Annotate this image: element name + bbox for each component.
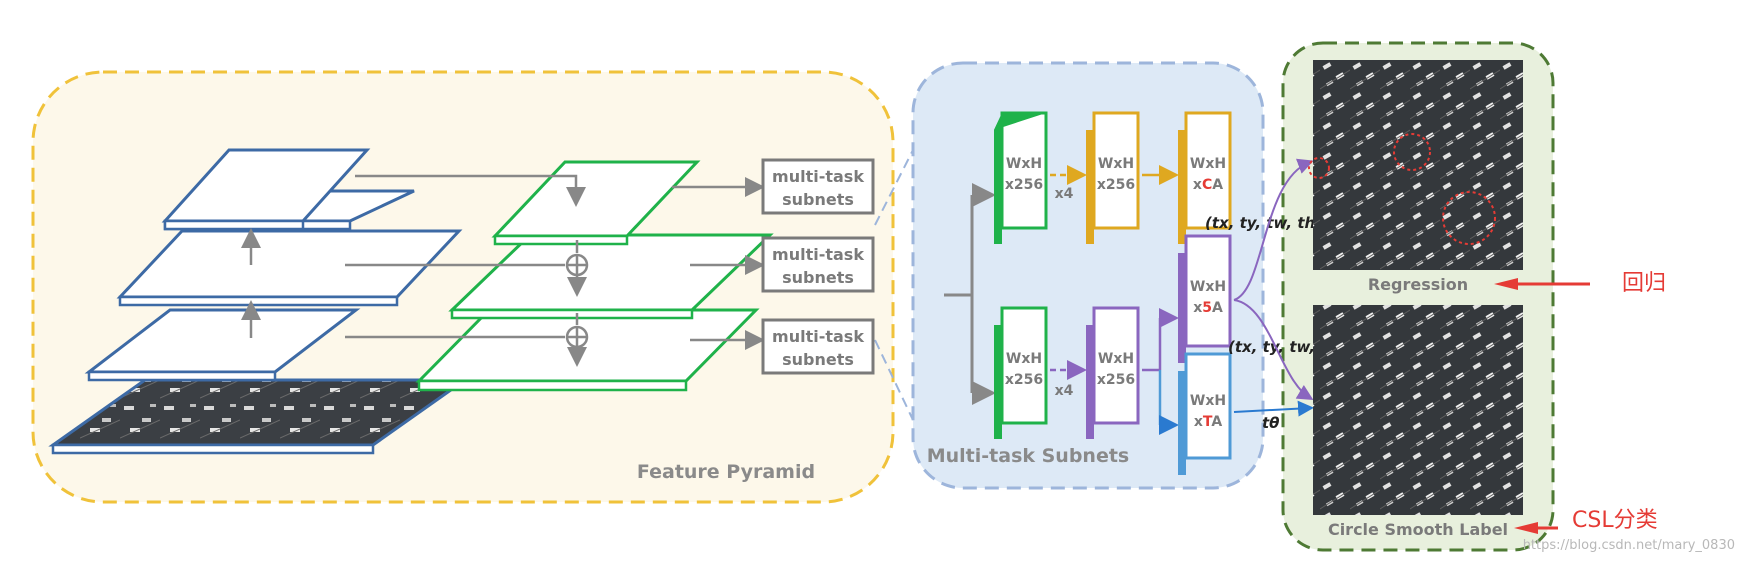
cls-ta-block: WxH xTA xyxy=(1178,352,1232,475)
to-csl-curve xyxy=(1233,299,1314,401)
reg-output-block-l2: xCA xyxy=(1193,177,1223,193)
subnet-box-2: multi-task subnets xyxy=(761,236,875,293)
csl-pointer-arrow xyxy=(1514,522,1558,534)
cls-feature-block-l1: WxH xyxy=(1006,351,1042,367)
reg-feature-block-l1: WxH xyxy=(1006,156,1042,172)
reg-output-block-l1: WxH xyxy=(1190,156,1226,172)
backbone-plane-2 xyxy=(116,229,463,307)
regression-pointer-arrow xyxy=(1494,278,1590,290)
reg-feature-block-l2: x256 xyxy=(1005,177,1043,193)
subnet-box-2-line1: multi-task xyxy=(772,245,864,264)
to-csl-straight-arrow xyxy=(1233,400,1314,417)
pyramid-plane-top xyxy=(491,160,701,246)
elementwise-add-icon-1 xyxy=(565,253,589,277)
csl-output-image xyxy=(1313,305,1523,515)
reg-conv-block-l2: x256 xyxy=(1097,177,1135,193)
reg-conv-block-l1: WxH xyxy=(1098,156,1134,172)
csl-chinese-label: CSL分类 xyxy=(1572,508,1658,533)
cls-feature-block-l2: x256 xyxy=(1005,372,1043,388)
backbone-plane-0 xyxy=(161,148,371,231)
reg-feature-block: WxH x256 xyxy=(994,111,1048,244)
csl-caption: Circle Smooth Label xyxy=(1328,520,1508,539)
subnet-box-3-line1: multi-task xyxy=(772,327,864,346)
cls-5a-block: WxH x5A xyxy=(1178,234,1232,363)
subnet-box-3: multi-task subnets xyxy=(761,318,875,375)
cls-5a-block-l2: x5A xyxy=(1193,300,1223,316)
pyramid-plane-middle xyxy=(448,233,774,320)
cls-repeat-label: x4 xyxy=(1055,383,1074,399)
angle-target-label: tθ xyxy=(1262,414,1279,432)
subnet-box-1-line1: multi-task xyxy=(772,167,864,186)
cls-conv-block-l1: WxH xyxy=(1098,351,1134,367)
cls-ta-block-l2: xTA xyxy=(1194,414,1223,430)
reg-repeat-label: x4 xyxy=(1055,186,1074,202)
regression-caption: Regression xyxy=(1368,275,1468,294)
feature-pyramid-label: Feature Pyramid xyxy=(637,461,815,483)
watermark: https://blog.csdn.net/mary_0830 xyxy=(1523,538,1735,553)
cls-feature-block: WxH x256 xyxy=(994,306,1048,439)
cls-ta-block-l1: WxH xyxy=(1190,393,1226,409)
subnet-box-2-line2: subnets xyxy=(782,268,854,287)
subnet-box-3-line2: subnets xyxy=(782,350,854,369)
regression-output-image xyxy=(1308,60,1523,270)
panel-connector-top xyxy=(874,149,914,226)
regression-chinese-label: 回归 xyxy=(1622,271,1666,296)
to-regression-curve xyxy=(1233,158,1314,301)
input-image-plane xyxy=(48,378,470,455)
reg-conv-block: WxH x256 xyxy=(1086,111,1140,244)
cls-5a-block-l1: WxH xyxy=(1190,279,1226,295)
panel-connector-bottom xyxy=(874,339,914,421)
subnet-box-1-line2: subnets xyxy=(782,190,854,209)
lateral-connection-top xyxy=(355,174,586,207)
subnet-box-1: multi-task subnets xyxy=(761,158,875,215)
elementwise-add-icon-2 xyxy=(565,325,589,349)
pyramid-plane-bottom xyxy=(415,308,760,392)
reg-output-block: WxH xCA xyxy=(1178,111,1232,244)
cls-conv-block: WxH x256 xyxy=(1086,306,1140,439)
cls-conv-block-l2: x256 xyxy=(1097,372,1135,388)
multitask-subnets-label: Multi-task Subnets xyxy=(927,445,1130,467)
backbone-plane-3 xyxy=(84,308,361,382)
